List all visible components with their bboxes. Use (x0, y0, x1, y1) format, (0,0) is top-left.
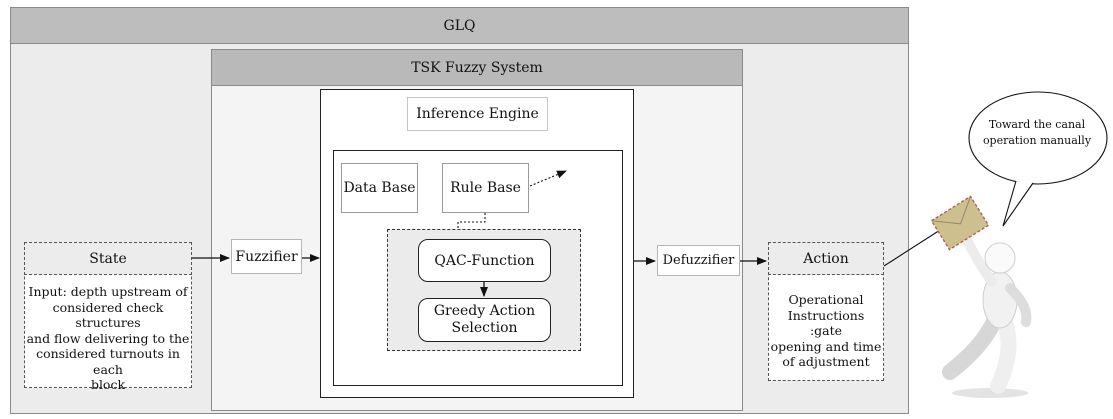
running-person-figure (930, 195, 1032, 398)
action-line: Instructions :gate (787, 307, 865, 339)
action-line: Operational (788, 292, 864, 307)
action-description: Operational Instructions :gate opening a… (770, 292, 882, 370)
state-line: considered check structures (52, 299, 164, 331)
tsk-fuzzy-system-title: TSK Fuzzy System (211, 49, 743, 86)
defuzzifier-box: Defuzzifier (657, 245, 740, 276)
speech-bubble-tail (1002, 180, 1034, 227)
inference-engine-title: Inference Engine (407, 97, 548, 131)
action-line: opening and time (770, 338, 882, 354)
action-line: of adjustment (782, 354, 870, 369)
state-title: State (24, 242, 192, 275)
action-title: Action (768, 242, 884, 275)
state-line: considered turnouts in each (36, 346, 180, 377)
data-base-box: Data Base (341, 163, 418, 213)
bubble-line: Toward the canal (988, 118, 1086, 131)
speech-bubble-text: Toward the canal operation manually (982, 117, 1092, 149)
state-line: block (90, 377, 126, 392)
rule-base-box: Rule Base (442, 163, 529, 213)
rule-base-dotted-arrow (529, 170, 567, 187)
qac-function-box: QAC-Function (418, 239, 551, 282)
rule-base-dotted-connector (457, 213, 486, 229)
state-description: Input: depth upstream of considered chec… (26, 284, 190, 393)
state-line: and flow delivering to the (26, 330, 190, 346)
fuzzifier-box: Fuzzifier (231, 239, 302, 274)
greedy-action-selection-box: Greedy Action Selection (418, 298, 551, 342)
state-line: Input: depth upstream of (28, 284, 188, 299)
glq-title: GLQ (10, 7, 909, 44)
speech-bubble (968, 91, 1108, 185)
bubble-line: operation manually (982, 134, 1092, 147)
greedy-line-2: Selection (451, 320, 518, 336)
greedy-line-1: Greedy Action (433, 303, 536, 319)
